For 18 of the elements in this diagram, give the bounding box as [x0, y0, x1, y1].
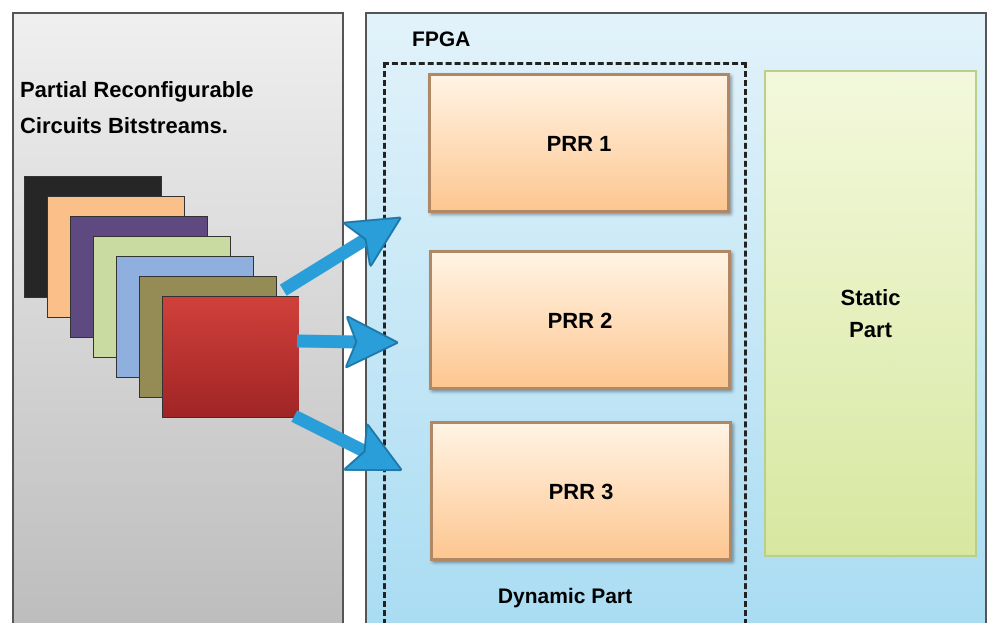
card-stack-drawing	[24, 176, 299, 418]
region-label: PRR 2	[548, 306, 612, 334]
block-arrow	[296, 314, 399, 369]
static-box	[764, 70, 977, 557]
panel	[12, 12, 344, 623]
region-box	[430, 421, 732, 561]
region-label: Dynamic Part	[498, 586, 632, 607]
region-box	[428, 73, 730, 213]
region-box	[429, 250, 731, 390]
panel-title: Partial Reconfigurable Circuits Bitstreams.	[20, 76, 255, 140]
region-label: Static Part	[840, 284, 902, 344]
region-label: PRR 1	[546, 130, 612, 158]
dynamic-region	[383, 62, 747, 623]
fpga-panel	[365, 12, 987, 623]
block-arrow	[291, 410, 403, 472]
region-label: PRR 3	[548, 478, 614, 506]
block-arrow	[280, 216, 402, 296]
panel-title: FPGA	[412, 29, 470, 50]
